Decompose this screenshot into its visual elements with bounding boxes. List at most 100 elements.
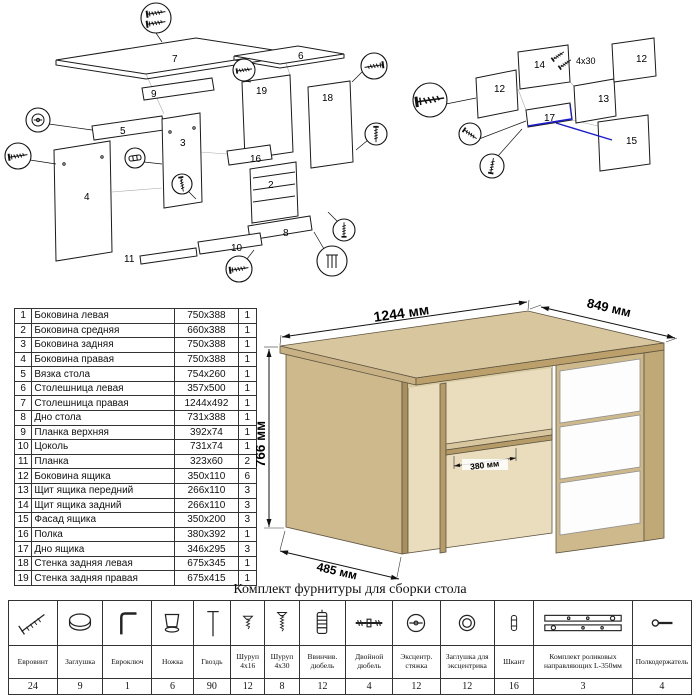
part-name: Планка верхняя — [31, 424, 176, 441]
part-name: Боковина правая — [31, 351, 176, 368]
dimension-width: 1244 мм — [279, 299, 530, 346]
threaded-dowel-icon — [298, 600, 347, 646]
part-num: 3 — [13, 337, 33, 353]
hardware-qty: 12 — [392, 678, 441, 695]
part-qty: 2 — [237, 453, 258, 470]
part-name: Цоколь — [31, 439, 176, 455]
part-label-14: 14 — [534, 60, 546, 71]
part-label-7: 7 — [172, 54, 178, 65]
desk-drawer-3 — [559, 470, 641, 536]
drawer-side-panel-13 — [573, 78, 617, 124]
part-num: 10 — [13, 439, 33, 455]
hardware-name: Эксцентр. стяжка — [392, 645, 441, 679]
part-num: 18 — [13, 555, 33, 572]
part-qty: 1 — [237, 555, 258, 572]
hardware-qty: 4 — [345, 678, 393, 695]
hardware-name: Комплект роликовых направляющих L-350мм — [533, 645, 633, 679]
part-qty: 1 — [237, 380, 258, 397]
part-size: 750x388 — [174, 351, 239, 368]
panel-left-side-4 — [53, 140, 113, 262]
part-num: 2 — [13, 322, 33, 339]
part-size: 380x392 — [174, 526, 239, 543]
drawer-slides-icon — [533, 600, 633, 646]
nail-icon — [192, 600, 232, 646]
part-name: Стенка задняя левая — [31, 555, 176, 572]
hardware-callout — [479, 128, 523, 179]
part-label-15: 15 — [626, 136, 638, 147]
part-label-4: 4 — [84, 192, 90, 203]
depth-left-label: 485 мм — [315, 560, 358, 583]
part-label-12a: 12 — [494, 84, 506, 95]
drawer-front-panel-15 — [597, 114, 651, 172]
hardware-callout — [313, 231, 348, 277]
hardware-callout — [412, 82, 477, 118]
hardware-icons-row — [8, 600, 693, 646]
part-label-5: 5 — [120, 126, 126, 137]
part-qty: 1 — [237, 337, 258, 353]
part-size: 392x74 — [174, 424, 239, 441]
panel-rail-5 — [91, 115, 165, 141]
shelf-depth-label: 380 мм — [470, 458, 500, 471]
confirmat-screw-icon — [8, 600, 58, 646]
part-name: Щит ящика задний — [31, 497, 176, 514]
part-num: 4 — [13, 351, 33, 368]
part-size: 675x345 — [174, 555, 239, 572]
part-name: Дно стола — [31, 410, 176, 426]
part-qty: 1 — [237, 366, 258, 382]
hardware-callout — [232, 58, 256, 83]
hardware-callout — [124, 147, 163, 169]
hardware-qty: 6 — [151, 678, 194, 695]
desk-drawer-1 — [559, 358, 641, 424]
hardware-name: Полкодержатель — [631, 645, 693, 679]
part-name: Столешница левая — [31, 380, 176, 397]
part-label-2: 2 — [268, 180, 274, 191]
part-qty: 3 — [237, 482, 258, 499]
nail-icon — [325, 254, 339, 269]
part-name: Вязка стола — [31, 366, 176, 382]
part-label-11: 11 — [124, 254, 135, 265]
hardware-qty: 24 — [8, 678, 58, 695]
part-num: 15 — [13, 512, 33, 528]
part-num: 13 — [13, 482, 33, 499]
hardware-callout — [171, 173, 197, 200]
hardware-callout — [351, 52, 388, 83]
part-num: 8 — [13, 410, 33, 426]
part-qty: 1 — [237, 322, 258, 339]
hardware-name: Гвоздь — [192, 645, 232, 679]
part-size: 660x388 — [174, 322, 239, 339]
hardware-callout — [25, 107, 93, 133]
hardware-name: Шуруп 4х16 — [230, 645, 266, 679]
part-qty: 3 — [237, 512, 258, 528]
hardware-name: Заглушка для эксцентрика — [439, 645, 495, 679]
part-name: Стенка задняя правая — [31, 570, 176, 586]
hardware-callout — [225, 249, 255, 283]
part-name: Дно ящика — [31, 541, 176, 557]
part-num: 12 — [13, 468, 33, 484]
exploded-view-drawer: 12 14 13 12 17 15 4х30 — [412, 37, 657, 179]
hardware-qty: 9 — [56, 678, 104, 695]
hardware-qty: 4 — [631, 678, 693, 695]
hardware-name: Заглушка — [56, 645, 104, 679]
drawer-side-panel-12-right — [611, 37, 657, 83]
part-size: 357x500 — [174, 380, 239, 397]
hardware-qty-row: 24 9 1 6 90 12 8 12 4 12 12 16 3 4 — [8, 678, 693, 695]
part-label-12b: 12 — [636, 54, 648, 65]
part-size: 1244x492 — [174, 395, 239, 412]
hardware-name: Ножка — [151, 645, 194, 679]
desk-dimension-drawing: 380 мм 1244 мм 849 мм 766 мм — [256, 295, 678, 583]
part-num: 16 — [13, 526, 33, 543]
part-num: 6 — [13, 380, 33, 397]
